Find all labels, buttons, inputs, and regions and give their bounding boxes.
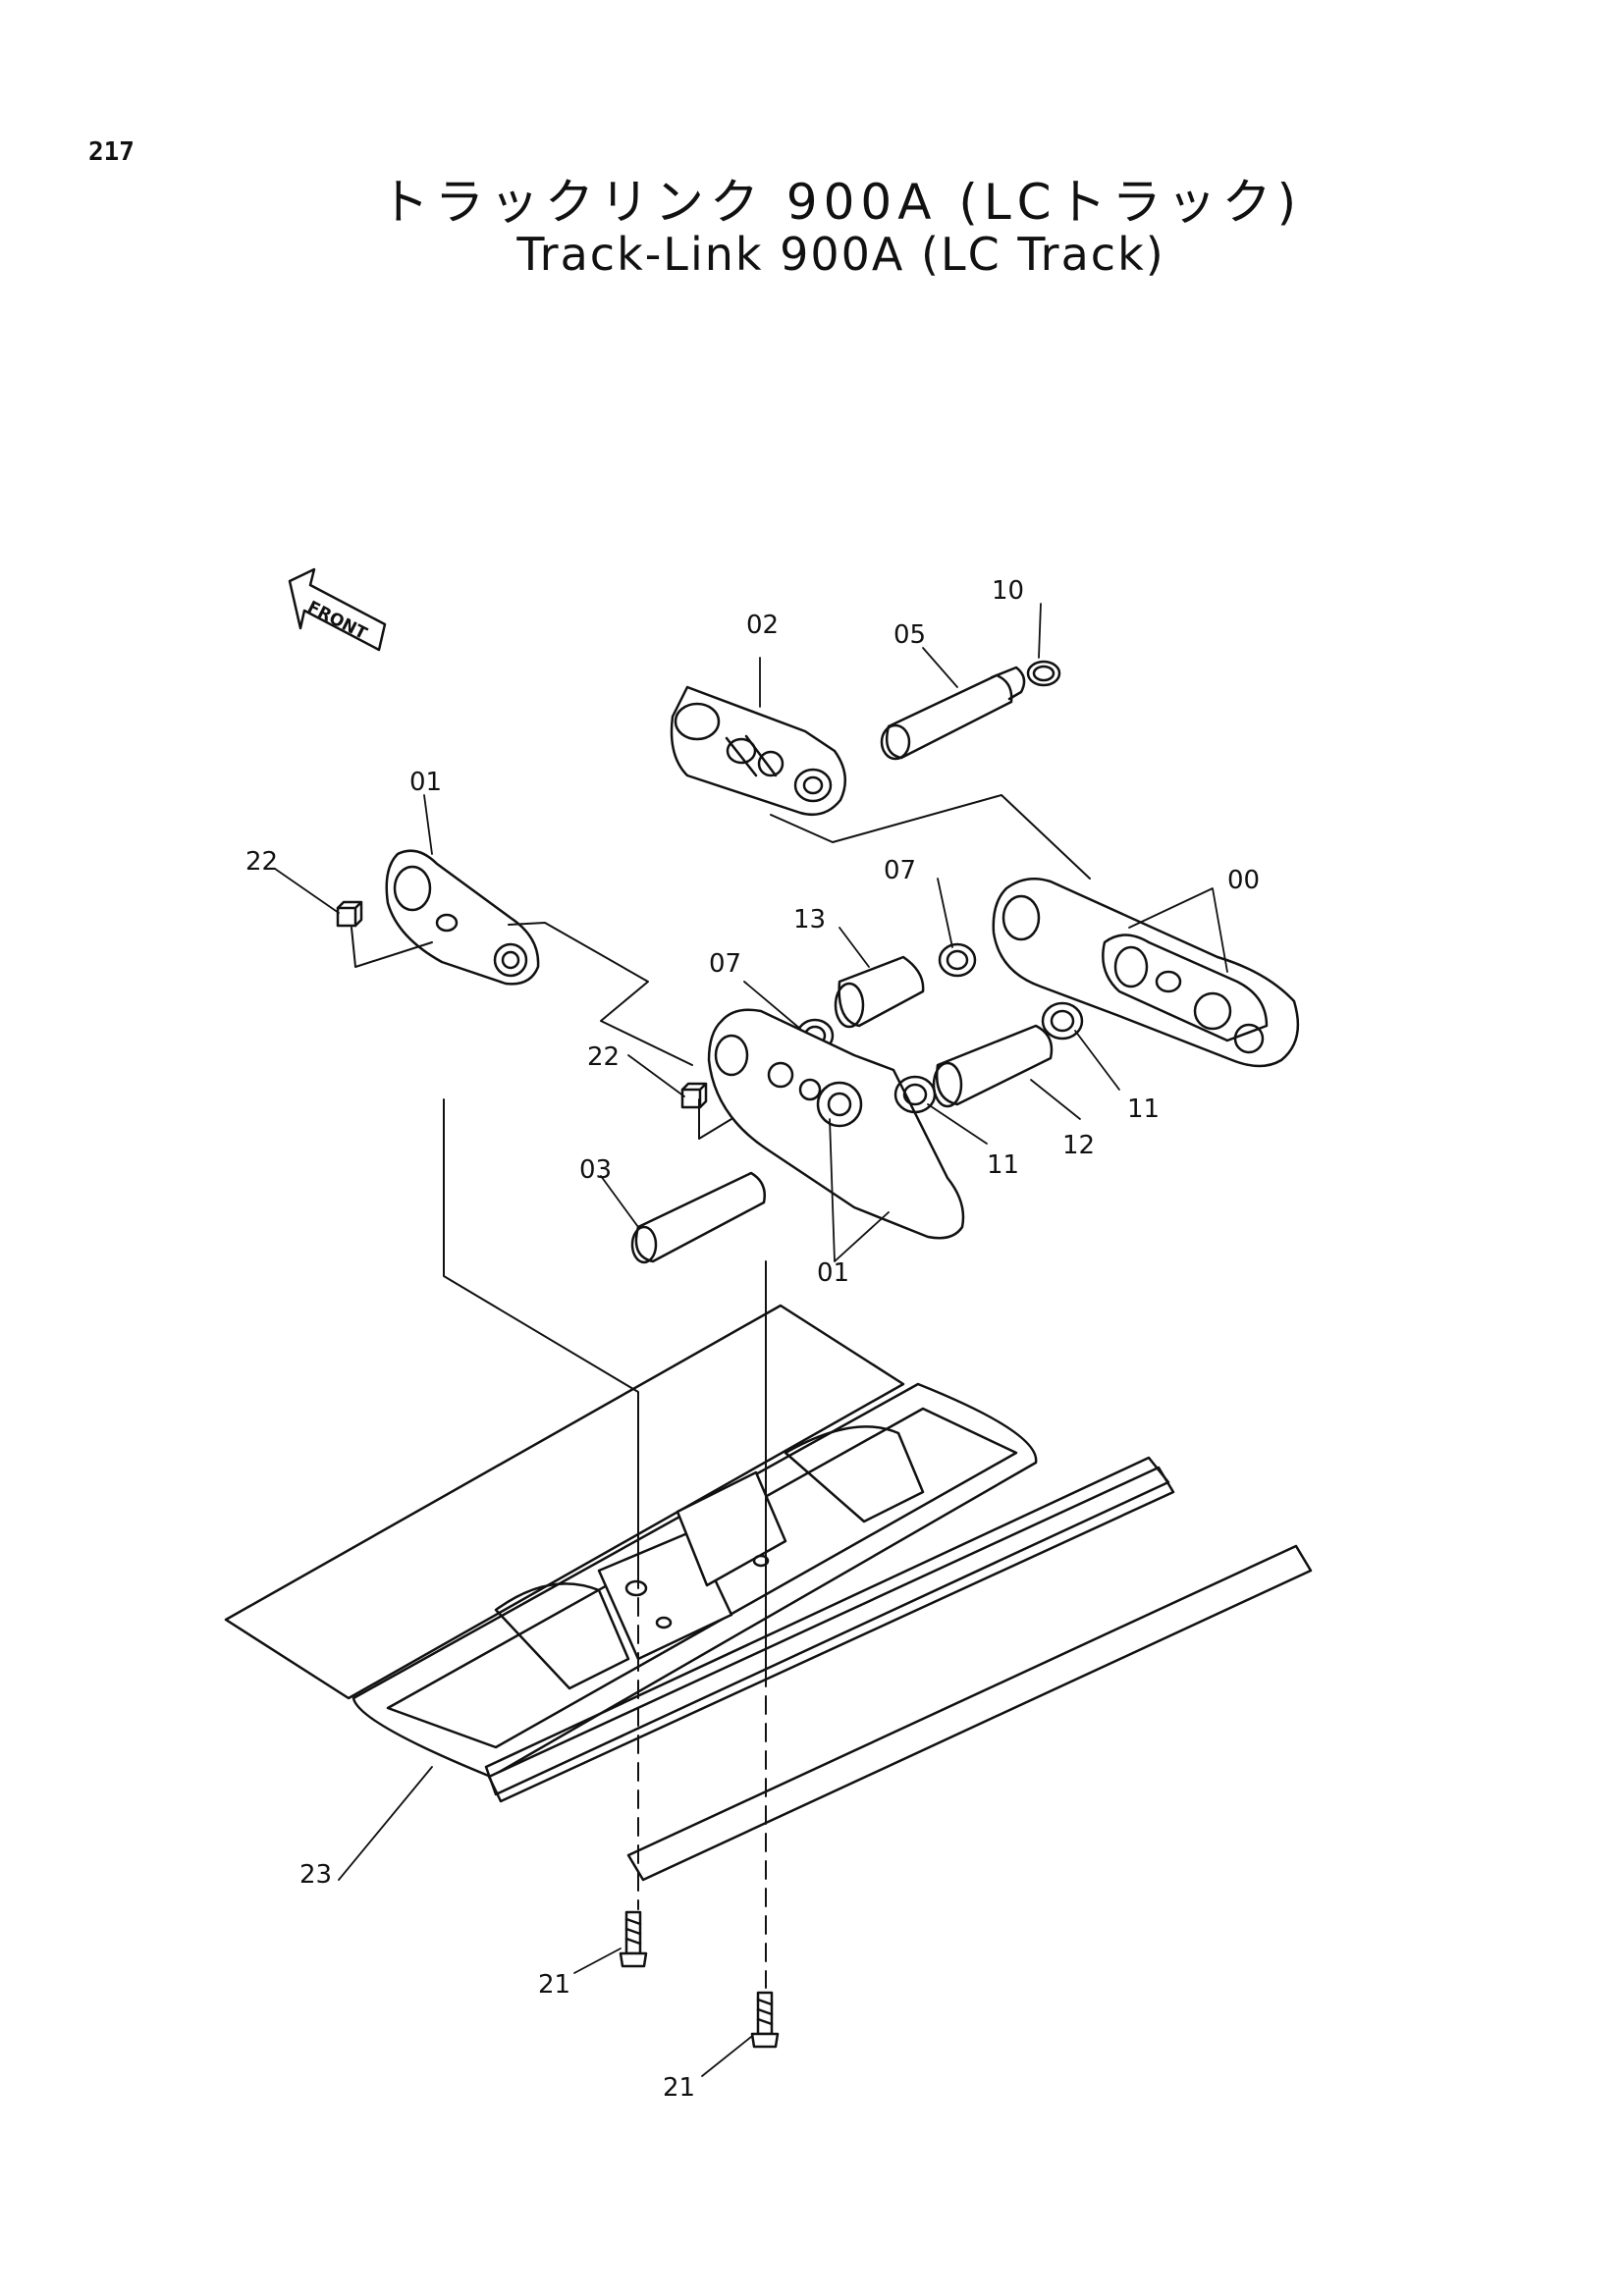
callout-21-left: 21	[538, 1970, 570, 2000]
callout-01-top: 01	[409, 768, 442, 797]
bolt-21-right	[750, 1991, 780, 2049]
track-link-01-center	[707, 1008, 965, 1240]
snap-ring-10	[1026, 660, 1061, 687]
assembly-lines	[351, 794, 1091, 1989]
seal-07-right	[938, 942, 977, 978]
callout-11-mid: 11	[987, 1150, 1019, 1180]
callout-07-right: 07	[884, 856, 916, 885]
track-link-00	[992, 877, 1300, 1068]
pin-03	[630, 1171, 766, 1264]
callout-10: 10	[992, 576, 1024, 606]
callout-07-left: 07	[709, 949, 741, 979]
track-link-02	[670, 685, 847, 817]
nut-22-top	[336, 900, 363, 928]
callout-02: 02	[746, 611, 779, 640]
callout-13: 13	[793, 905, 826, 934]
callout-23: 23	[299, 1860, 332, 1890]
page-title-english: Track-Link 900A (LC Track)	[516, 228, 1165, 281]
page-title-japanese: トラックリンク 900A (LCトラック)	[379, 174, 1303, 231]
bolt-21-left	[619, 1910, 648, 1968]
seal-11-right	[1041, 1001, 1084, 1041]
callout-22-mid: 22	[587, 1042, 620, 1072]
bushing-13	[834, 955, 925, 1029]
callout-00: 00	[1227, 866, 1260, 895]
pin-05	[880, 666, 1026, 761]
track-shoe-23	[224, 1304, 1313, 1882]
track-link-01-left	[385, 849, 540, 986]
callout-03: 03	[579, 1155, 612, 1185]
nut-22-mid	[680, 1082, 708, 1109]
seal-11-mid	[893, 1075, 937, 1114]
callout-22-top: 22	[245, 847, 278, 877]
page-number: 217	[88, 137, 135, 167]
callout-11-right: 11	[1127, 1095, 1160, 1124]
callout-21-right: 21	[663, 2073, 695, 2103]
callout-labels: 02 05 10 01 22 00 07 13 07 22 11 12 11 0…	[245, 576, 1260, 2103]
callout-01-bottom: 01	[817, 1258, 849, 1288]
callout-12: 12	[1062, 1131, 1095, 1160]
callout-05: 05	[893, 620, 926, 650]
front-arrow-icon: FRONT	[288, 567, 387, 652]
bushing-12	[932, 1024, 1054, 1108]
callout-leaders	[274, 603, 1228, 2077]
